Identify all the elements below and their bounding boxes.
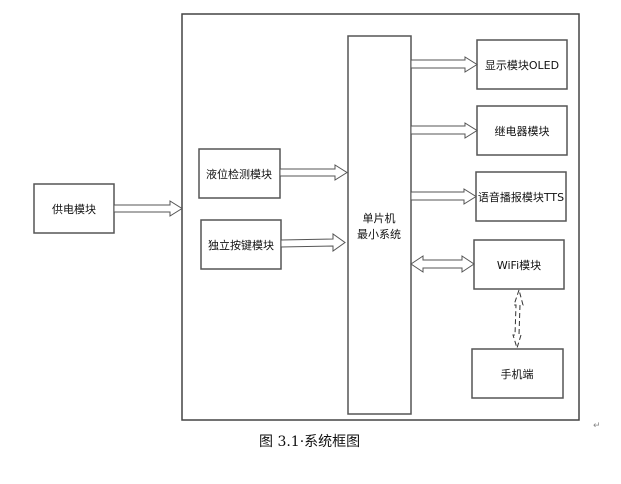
mcu-label-line1: 单片机 bbox=[363, 211, 396, 225]
relay-module-label: 继电器模块 bbox=[495, 125, 550, 138]
phone-end-box bbox=[471, 348, 564, 399]
arrow-keys-to-mcu bbox=[280, 233, 346, 252]
level-sensor-module-box bbox=[198, 148, 281, 199]
paragraph-mark: ↵ bbox=[593, 421, 601, 431]
system-boundary bbox=[181, 13, 580, 421]
arrow-mcu-to-relay bbox=[410, 122, 478, 139]
figure-caption: 图 3.1·系统框图 bbox=[259, 434, 360, 450]
display-oled-module-label: 显示模块OLED bbox=[485, 59, 559, 72]
wifi-module-label: WiFi模块 bbox=[497, 259, 541, 272]
arrow-wifi-phone-wireless bbox=[512, 288, 524, 350]
power-module-box bbox=[33, 183, 115, 234]
arrow-mcu-wifi-bidirectional bbox=[410, 255, 475, 273]
phone-end-label: 手机端 bbox=[501, 367, 534, 381]
key-module-label: 独立按键模块 bbox=[208, 238, 274, 252]
power-module-label: 供电模块 bbox=[52, 202, 96, 216]
arrow-level-sensor-to-mcu bbox=[279, 164, 348, 181]
arrow-mcu-to-voice bbox=[410, 188, 477, 205]
arrow-mcu-to-display bbox=[410, 56, 478, 73]
mcu-min-system-box bbox=[347, 35, 412, 415]
mcu-label-line2: 最小系统 bbox=[357, 228, 401, 241]
level-sensor-module-label: 液位检测模块 bbox=[206, 167, 272, 181]
voice-tts-module-label: 语音播报模块TTS bbox=[478, 190, 564, 204]
arrow-power-to-system bbox=[113, 200, 183, 217]
